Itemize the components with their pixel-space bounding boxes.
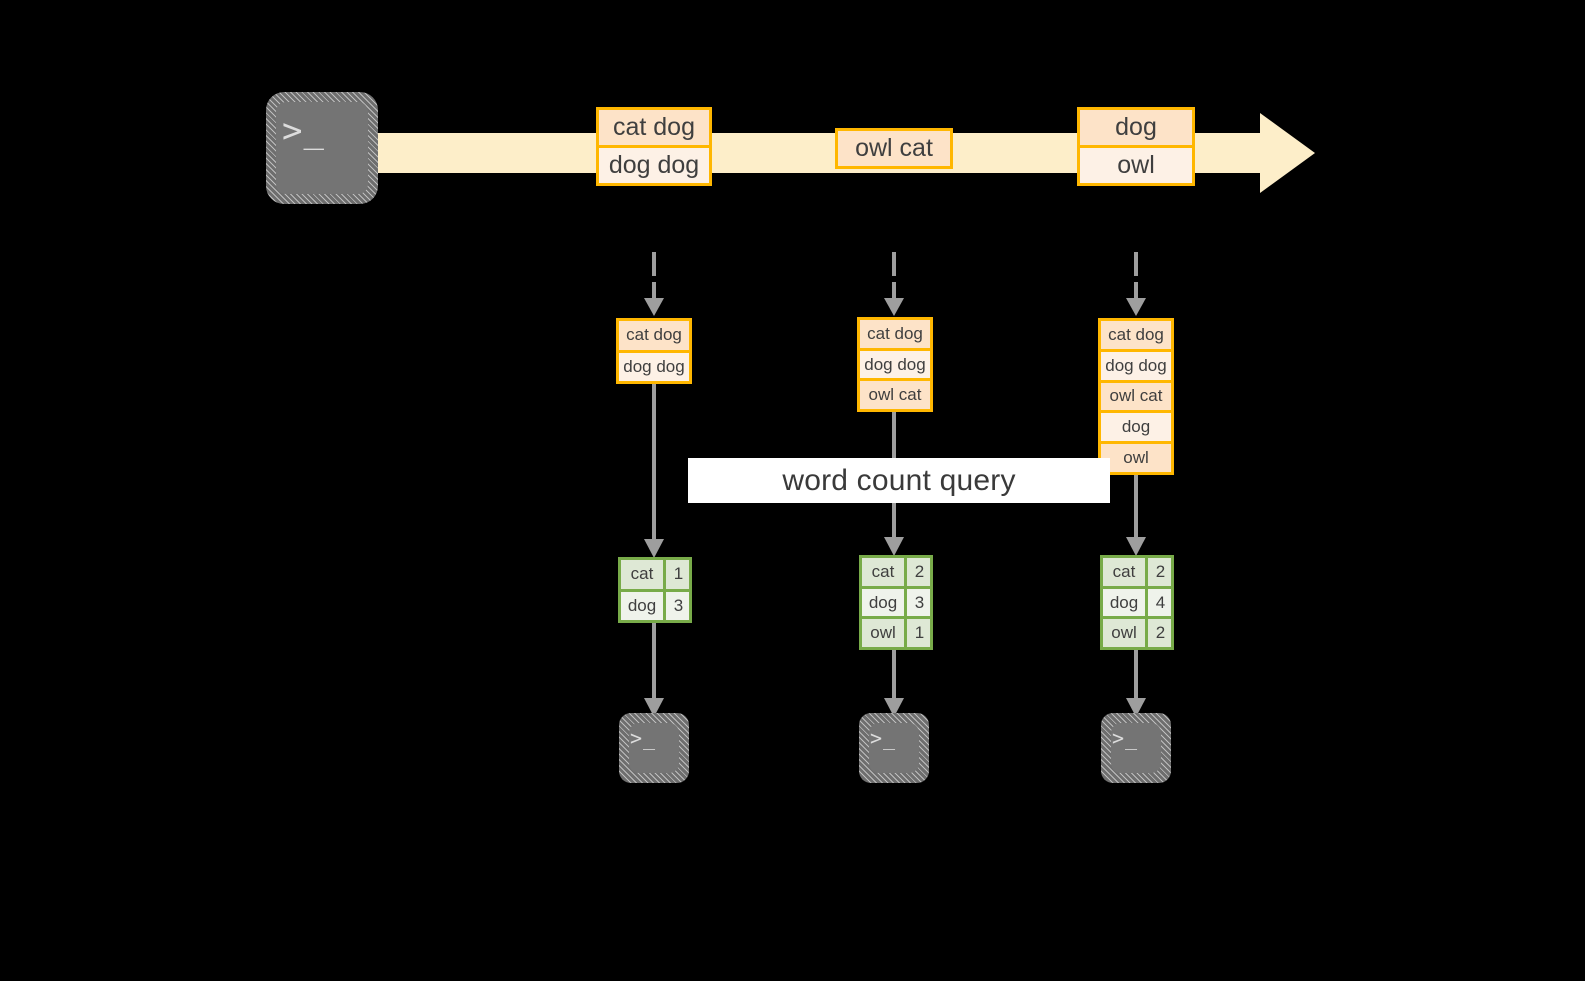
query-label-text: word count query [782, 463, 1016, 497]
result-2-to-sink-arrow-icon [884, 650, 904, 717]
stream-event-group-3: dog owl [1077, 107, 1195, 186]
stream-event-row: cat dog [599, 110, 709, 145]
result-row: dog 3 [862, 585, 930, 617]
query-label-band: word count query [688, 458, 1110, 503]
result-table-1: cat 1 dog 3 [618, 557, 692, 623]
stream-event-row: dog dog [599, 145, 709, 183]
result-word-cell: dog [862, 588, 907, 617]
source-terminal-icon: >_ [266, 92, 378, 204]
result-word-cell: owl [862, 619, 907, 648]
terminal-prompt-glyph: >_ [870, 726, 897, 750]
terminal-prompt-glyph: >_ [282, 111, 325, 151]
terminal-screen [1111, 723, 1161, 773]
result-word-cell: cat [621, 560, 666, 589]
stream-event-row: owl [1080, 145, 1192, 183]
stream-event-group-2: owl cat [835, 128, 953, 169]
sink-terminal-icon-3: >_ [1101, 713, 1171, 783]
result-word-cell: cat [862, 558, 907, 586]
result-count-cell: 4 [1148, 588, 1171, 617]
result-count-cell: 1 [907, 619, 930, 648]
result-count-cell: 2 [1148, 619, 1171, 648]
result-word-cell: owl [1103, 619, 1148, 648]
result-count-cell: 2 [907, 558, 930, 586]
result-word-cell: cat [1103, 558, 1148, 586]
snapshot-2-events: cat dog dog dog owl cat [857, 317, 933, 412]
snapshot-3-dashed-arrow-icon [1126, 252, 1146, 316]
stream-event-row: dog [1080, 110, 1192, 145]
terminal-screen [869, 723, 919, 773]
snapshot-event-row: owl cat [1101, 379, 1171, 411]
terminal-screen [629, 723, 679, 773]
snapshot-1-to-result-arrow-icon [644, 384, 664, 558]
result-row: dog 3 [621, 588, 689, 620]
snapshot-2-dashed-arrow-icon [884, 252, 904, 316]
terminal-screen [276, 102, 368, 194]
result-row: dog 4 [1103, 585, 1171, 617]
result-row: cat 2 [1103, 558, 1171, 586]
snapshot-event-row: owl [1101, 441, 1171, 472]
sink-terminal-icon-1: >_ [619, 713, 689, 783]
result-row: cat 2 [862, 558, 930, 586]
snapshot-3-events: cat dog dog dog owl cat dog owl [1098, 318, 1174, 475]
result-table-3: cat 2 dog 4 owl 2 [1100, 555, 1174, 650]
result-row: owl 2 [1103, 616, 1171, 648]
stream-event-group-1: cat dog dog dog [596, 107, 712, 186]
snapshot-3-to-result-arrow-icon [1126, 475, 1146, 556]
terminal-prompt-glyph: >_ [630, 726, 657, 750]
snapshot-1-events: cat dog dog dog [616, 318, 692, 384]
snapshot-1-dashed-arrow-icon [644, 252, 664, 316]
snapshot-event-row: owl cat [860, 378, 930, 410]
snapshot-event-row: dog dog [860, 347, 930, 379]
snapshot-event-row: dog [1101, 410, 1171, 442]
snapshot-event-row: dog dog [619, 349, 689, 381]
result-word-cell: dog [621, 591, 666, 620]
result-count-cell: 1 [666, 560, 689, 589]
result-count-cell: 3 [666, 591, 689, 620]
snapshot-event-row: dog dog [1101, 348, 1171, 380]
stream-event-row: owl cat [838, 131, 950, 166]
snapshot-event-row: cat dog [860, 320, 930, 348]
result-count-cell: 2 [1148, 558, 1171, 586]
result-row: cat 1 [621, 560, 689, 589]
terminal-prompt-glyph: >_ [1112, 726, 1139, 750]
result-word-cell: dog [1103, 588, 1148, 617]
result-count-cell: 3 [907, 588, 930, 617]
snapshot-event-row: cat dog [619, 321, 689, 350]
snapshot-event-row: cat dog [1101, 321, 1171, 349]
result-1-to-sink-arrow-icon [644, 623, 664, 717]
result-table-2: cat 2 dog 3 owl 1 [859, 555, 933, 650]
result-row: owl 1 [862, 616, 930, 648]
sink-terminal-icon-2: >_ [859, 713, 929, 783]
result-3-to-sink-arrow-icon [1126, 650, 1146, 717]
